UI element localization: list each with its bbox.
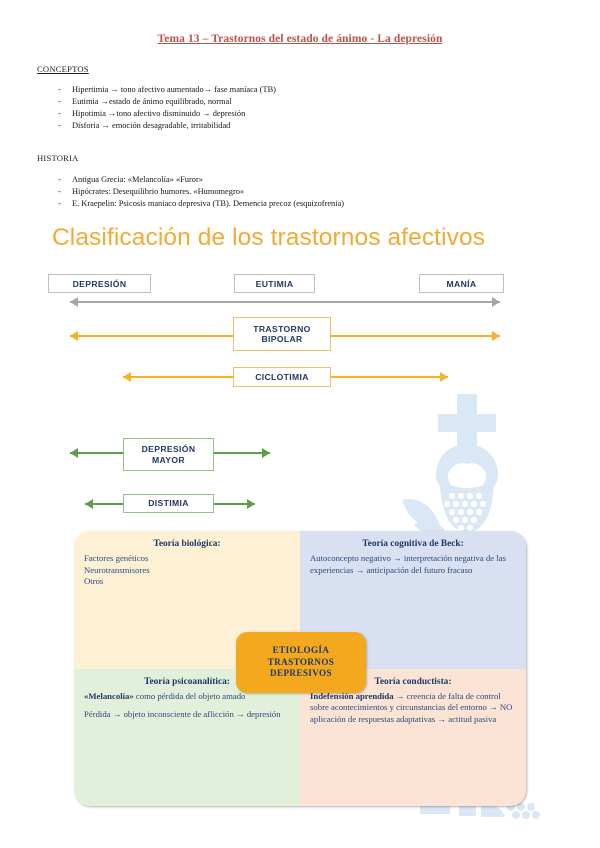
bullet-dash: - — [58, 121, 61, 131]
band-box-trastorno-bipolar: TRASTORNO BIPOLAR — [233, 317, 331, 351]
historia-list: - Antigua Grecia: «Melancolía» «Furor» -… — [58, 174, 558, 210]
center-label-line1: ETIOLOGÍA — [272, 645, 330, 656]
list-item: - Disforia → emoción desagradable, irrit… — [58, 120, 558, 132]
quadrant-line: Pérdida → objeto inconsciente de aflicci… — [84, 709, 281, 720]
quadrant-line: «Melancolía» como pérdida del objeto ama… — [84, 691, 290, 703]
list-item-text: Hipócrates: Desequilibrio humores. «Humo… — [72, 187, 245, 197]
bullet-dash: - — [58, 85, 61, 94]
arrowhead-left-icon — [123, 372, 131, 382]
section-heading-conceptos: CONCEPTOS — [37, 64, 89, 74]
band-label-line1: TRASTORNO — [253, 323, 311, 334]
list-item-text: Eutimia →estado de ánimo equilibrado, no… — [72, 97, 232, 107]
arrowhead-left-icon — [70, 297, 78, 307]
arrowhead-left-icon — [70, 331, 78, 341]
list-item-text: E. Kraepelin: Psicosis maniaco depresiva… — [72, 199, 345, 209]
quadrant-body: Indefensión aprendida → creencia de falt… — [310, 691, 516, 726]
list-item: - E. Kraepelin: Psicosis maniaco depresi… — [58, 198, 558, 210]
list-item: - Hipócrates: Desequilibrio humores. «Hu… — [58, 186, 558, 198]
logo-watermark-icon — [400, 392, 535, 552]
list-item: - Antigua Grecia: «Melancolía» «Furor» — [58, 174, 558, 186]
conceptos-list: - Hipertimia → tono afectivo aumentado→ … — [58, 84, 558, 132]
bullet-dash: - — [58, 109, 61, 119]
etiologia-center-badge: ETIOLOGÍA TRASTORNOS DEPRESIVOS — [236, 632, 366, 693]
bullet-dash: - — [58, 175, 61, 184]
bullet-dash: - — [58, 187, 61, 197]
band-label-line2: BIPOLAR — [261, 334, 303, 344]
quadrant-line-strong: «Melancolía» — [84, 690, 134, 701]
bullet-dash: - — [58, 199, 61, 209]
quadrant-body: Autoconcepto negativo → interpretación n… — [310, 553, 506, 575]
etiologia-quadrant-diagram: Teoría biológica: Factores genéticos Neu… — [74, 531, 526, 806]
band-box-distimia: DISTIMIA — [123, 494, 214, 513]
quadrant-line: Otros — [84, 576, 104, 587]
quadrant-body-strong: Indefensión aprendida — [310, 690, 394, 701]
quadrant-line-rest: como pérdida del objeto amado — [133, 690, 246, 701]
band-box-ciclotimia: CICLOTIMIA — [233, 367, 331, 387]
arrowhead-right-icon — [492, 331, 500, 341]
arrowhead-right-icon — [262, 448, 270, 458]
band-label-line2: MAYOR — [152, 454, 185, 465]
band-label-line1: DEPRESIÓN — [141, 444, 196, 454]
list-item: - Hipertimia → tono afectivo aumentado→ … — [58, 84, 558, 96]
quadrant-title: Teoría biológica: — [153, 539, 221, 549]
list-item-text: Hipertimia → tono afectivo aumentado→ fa… — [72, 85, 276, 94]
arrowhead-right-icon — [440, 372, 448, 382]
quadrant-title: Teoría cognitiva de Beck: — [362, 539, 464, 549]
list-item: - Eutimia →estado de ánimo equilibrado, … — [58, 96, 558, 108]
bullet-dash: - — [58, 97, 61, 107]
spectrum-box-mania: MANÍA — [419, 274, 504, 293]
band-box-depresion-mayor: DEPRESIÓN MAYOR — [123, 438, 214, 471]
arrowhead-left-icon — [70, 448, 78, 458]
arrowhead-right-icon — [492, 297, 500, 307]
arrowhead-right-icon — [247, 499, 255, 509]
axis-line — [70, 301, 500, 303]
center-label-line2: TRASTORNOS — [267, 656, 335, 667]
list-item-text: Antigua Grecia: «Melancolía» «Furor» — [72, 175, 203, 184]
spectrum-box-eutimia: EUTIMIA — [234, 274, 315, 293]
quadrant-line: Neurotransmisores — [84, 564, 150, 575]
list-item-text: Hipotimia →tono afectivo disminuido → de… — [72, 109, 246, 119]
arrowhead-left-icon — [85, 499, 93, 509]
spectrum-axis-arrow — [70, 297, 500, 307]
list-item: - Hipotimia →tono afectivo disminuido → … — [58, 108, 558, 120]
slide-title: Clasificación de los trastornos afectivo… — [52, 224, 486, 251]
list-item-text: Disforia → emoción desagradable, irritab… — [72, 121, 231, 131]
page-title: Tema 13 – Trastornos del estado de ánimo… — [157, 33, 443, 45]
quadrant-body-rest: → creencia de falta de control sobre aco… — [310, 690, 513, 724]
quadrant-title: Teoría conductista: — [374, 676, 452, 687]
section-heading-historia: HISTORIA — [37, 153, 79, 163]
quadrant-line: Factores genéticos — [84, 553, 149, 563]
quadrant-title: Teoría psicoanalítica: — [144, 676, 230, 687]
spectrum-box-depresion: DEPRESIÓN — [48, 274, 151, 293]
center-label-line3: DEPRESIVOS — [270, 668, 332, 679]
